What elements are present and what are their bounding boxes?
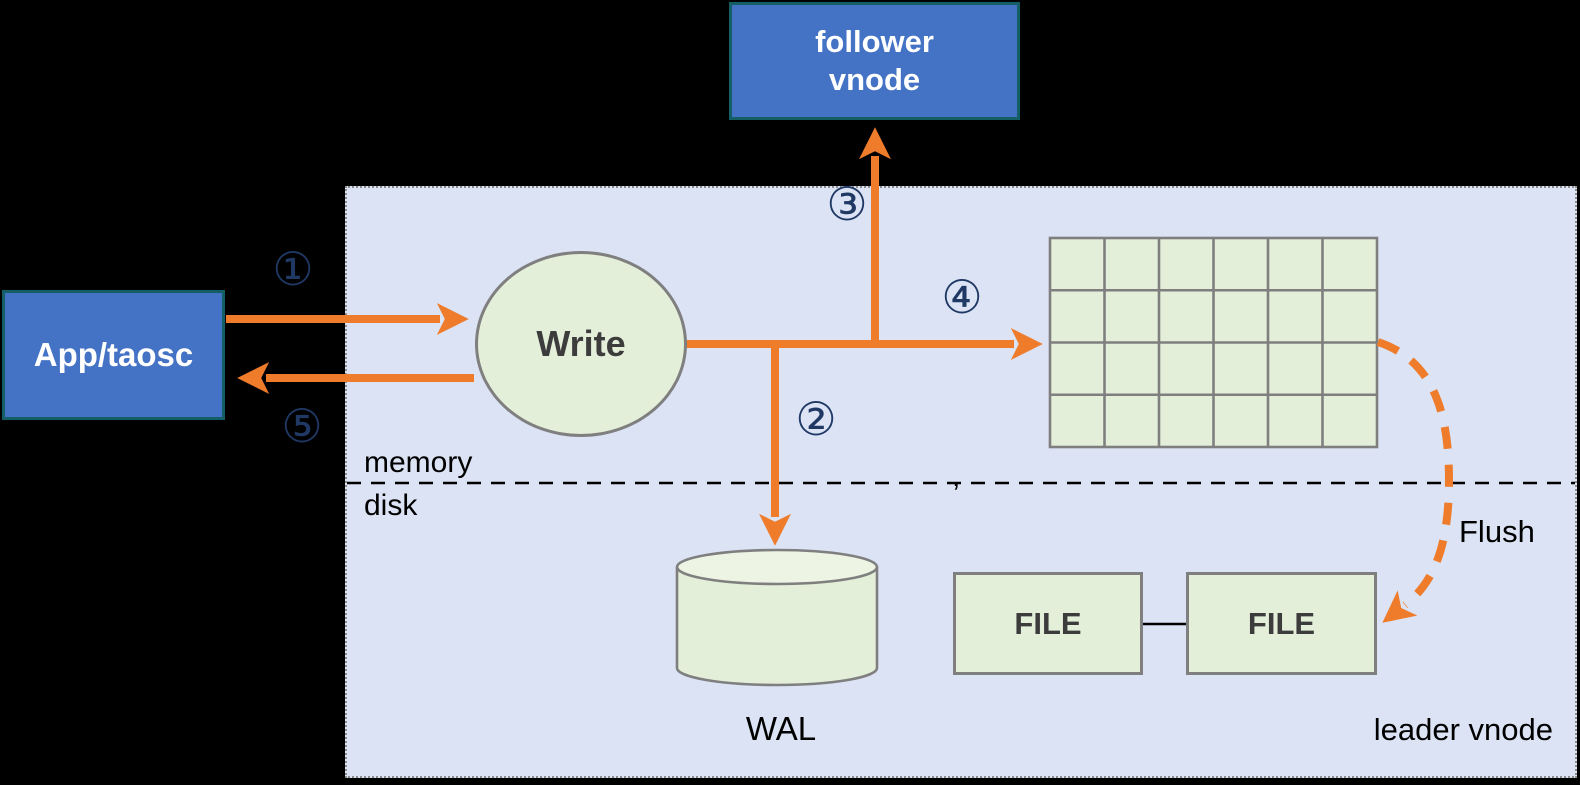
app-taosc-node: App/taosc (2, 290, 225, 420)
file-node-left: FILE (953, 572, 1143, 675)
divider-stray-mark: , (952, 460, 961, 493)
follower-vnode-label-line1: follower (815, 24, 934, 59)
step-4-badge: ④ (941, 270, 983, 324)
memory-label: memory (364, 446, 473, 479)
step-5-badge: ⑤ (281, 399, 323, 453)
follower-vnode-node: follower vnode (729, 2, 1020, 120)
flush-label: Flush (1459, 514, 1535, 549)
write-label: Write (536, 323, 626, 364)
write-process-node: Write (475, 251, 687, 437)
wal-label: WAL (745, 710, 817, 747)
step-1-badge: ① (272, 242, 314, 296)
leader-vnode-label: leader vnode (1373, 712, 1553, 747)
memory-table (1048, 236, 1379, 449)
file-node-right: FILE (1186, 572, 1377, 675)
step-2-badge: ② (795, 392, 837, 446)
app-taosc-label: App/taosc (33, 336, 194, 373)
wal-cylinder (675, 548, 879, 687)
follower-vnode-label-line2: vnode (828, 62, 921, 97)
file-right-label: FILE (1247, 605, 1316, 641)
disk-label: disk (364, 489, 418, 522)
step-3-badge: ③ (826, 177, 868, 231)
file-left-label: FILE (1014, 605, 1082, 641)
flush-arrow (1376, 338, 1454, 623)
